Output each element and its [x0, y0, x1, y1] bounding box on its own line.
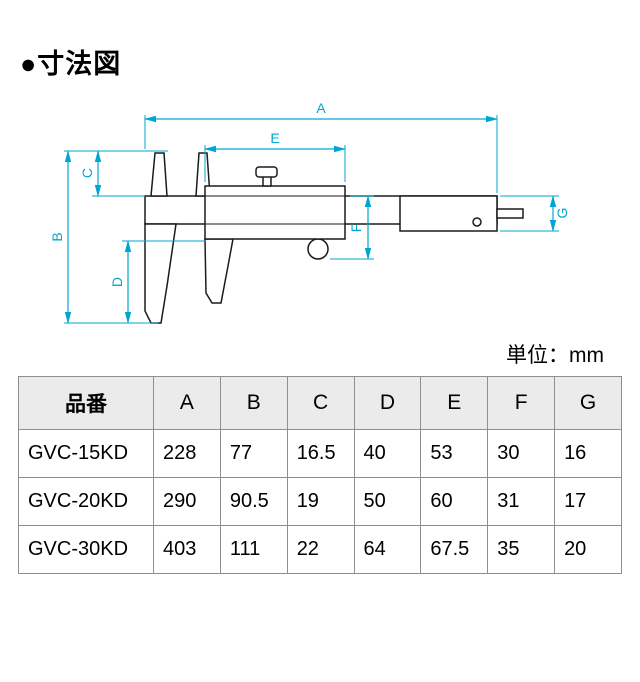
dimension-f: F	[330, 195, 374, 260]
header-dim-a: A	[153, 376, 221, 430]
part-number-cell: GVC-20KD	[18, 477, 154, 526]
header-dim-g: G	[554, 376, 622, 430]
value-cell: 16.5	[286, 429, 355, 478]
value-cell: 77	[219, 429, 288, 478]
dim-label-b: B	[49, 232, 65, 241]
header-dim-b: B	[219, 376, 288, 430]
value-cell: 17	[554, 477, 622, 526]
value-cell: 30	[487, 429, 556, 478]
value-cell: 16	[554, 429, 622, 478]
value-cell: 19	[286, 477, 355, 526]
table-header-row: 品番 A B C D E F G	[18, 376, 622, 430]
dimension-table: 品番 A B C D E F G GVC-15KD 228 77 16.5 40…	[18, 376, 622, 574]
value-cell: 22	[286, 525, 355, 574]
value-cell: 111	[219, 525, 288, 574]
dim-label-a: A	[316, 100, 326, 116]
table-row: GVC-15KD 228 77 16.5 40 53 30 16	[18, 429, 622, 478]
dim-label-c: C	[79, 168, 95, 178]
dim-label-d: D	[109, 277, 125, 287]
header-dim-d: D	[353, 376, 422, 430]
value-cell: 20	[554, 525, 622, 574]
caliper-body	[144, 152, 524, 324]
value-cell: 31	[487, 477, 556, 526]
depth-rod	[496, 208, 524, 219]
value-cell: 40	[353, 429, 422, 478]
part-number-cell: GVC-15KD	[18, 429, 154, 478]
unit-label: 単位：mm	[506, 344, 604, 367]
dimension-d: D	[109, 240, 206, 324]
table-row: GVC-30KD 403 111 22 64 67.5 35 20	[18, 525, 622, 574]
value-cell: 290	[153, 477, 221, 526]
dim-label-g: G	[554, 208, 570, 219]
table-row: GVC-20KD 290 90.5 19 50 60 31 17	[18, 477, 622, 526]
value-cell: 50	[353, 477, 422, 526]
slider-frame	[204, 185, 346, 240]
dimension-g: G	[500, 195, 570, 232]
value-cell: 64	[353, 525, 422, 574]
value-cell: 60	[420, 477, 489, 526]
part-number-cell: GVC-30KD	[18, 525, 154, 574]
header-dim-e: E	[420, 376, 489, 430]
clamp-screw-cap	[255, 166, 278, 178]
dimension-b: B	[49, 150, 168, 324]
dimension-a: A	[144, 100, 498, 193]
value-cell: 228	[153, 429, 221, 478]
value-cell: 90.5	[219, 477, 288, 526]
end-block-hole	[472, 217, 482, 227]
dim-label-f: F	[348, 224, 364, 233]
header-part-number: 品番	[18, 376, 154, 430]
dimension-c: C	[79, 150, 145, 197]
thumb-roller	[307, 238, 329, 260]
caliper-dimension-diagram: A E B C D F G	[49, 100, 570, 324]
page-title: ●寸法図	[20, 49, 122, 79]
header-dim-c: C	[286, 376, 355, 430]
fixed-upper-jaw	[150, 152, 168, 197]
dimension-e: E	[204, 130, 346, 182]
slider-lower-jaw	[204, 238, 234, 304]
value-cell: 403	[153, 525, 221, 574]
value-cell: 67.5	[420, 525, 489, 574]
value-cell: 35	[487, 525, 556, 574]
fixed-lower-jaw	[144, 223, 177, 324]
value-cell: 53	[420, 429, 489, 478]
beam-end-block	[399, 195, 498, 232]
dim-label-e: E	[270, 130, 279, 146]
header-dim-f: F	[487, 376, 556, 430]
